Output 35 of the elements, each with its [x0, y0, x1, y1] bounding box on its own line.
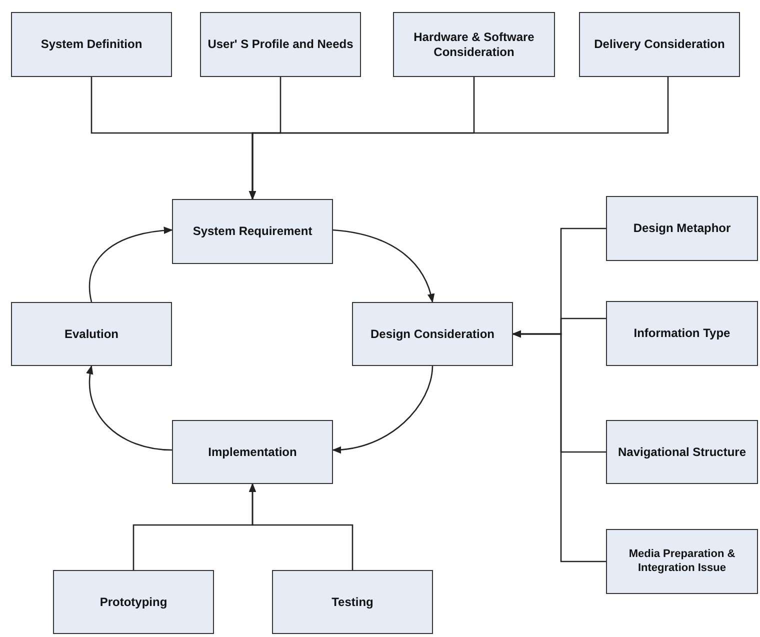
box-label: Information Type	[634, 326, 730, 341]
process-box	[579, 12, 740, 77]
box-label: Testing	[332, 594, 374, 610]
process-box	[11, 12, 172, 77]
box-label: Navigational Structure	[618, 444, 746, 460]
process-box	[393, 12, 555, 77]
box-label: System Definition	[40, 37, 142, 52]
box-label: Delivery Consideration	[594, 37, 725, 52]
box-label: Design Metaphor	[633, 221, 731, 236]
connector-arrow	[332, 366, 434, 454]
process-box	[172, 420, 333, 484]
process-box	[11, 302, 172, 366]
connector-arrow	[332, 229, 434, 303]
process-box	[606, 529, 758, 594]
process-box	[606, 420, 758, 484]
connector-arrow	[89, 226, 173, 302]
box-label: Evalution	[64, 326, 118, 342]
connector-arrow	[248, 77, 669, 200]
box-label: Implementation	[208, 444, 297, 460]
process-box	[606, 301, 758, 366]
connector-arrow	[248, 483, 354, 570]
box-label: Hardware & Software Consideration	[412, 30, 536, 60]
box-label: Design Consideration	[370, 326, 494, 342]
box-label: Media Preparation & Integration Issue	[628, 548, 736, 576]
box-label: System Requirement	[192, 224, 312, 239]
process-box	[172, 199, 333, 264]
process-box	[53, 570, 214, 634]
process-box	[200, 12, 361, 77]
process-box	[352, 302, 513, 366]
connector-arrow	[86, 365, 172, 451]
process-box	[272, 570, 433, 634]
box-label: User' S Profile and Needs	[208, 37, 354, 52]
box-label: Prototyping	[100, 594, 168, 610]
process-box	[606, 196, 758, 261]
connector-arrow	[512, 330, 606, 562]
